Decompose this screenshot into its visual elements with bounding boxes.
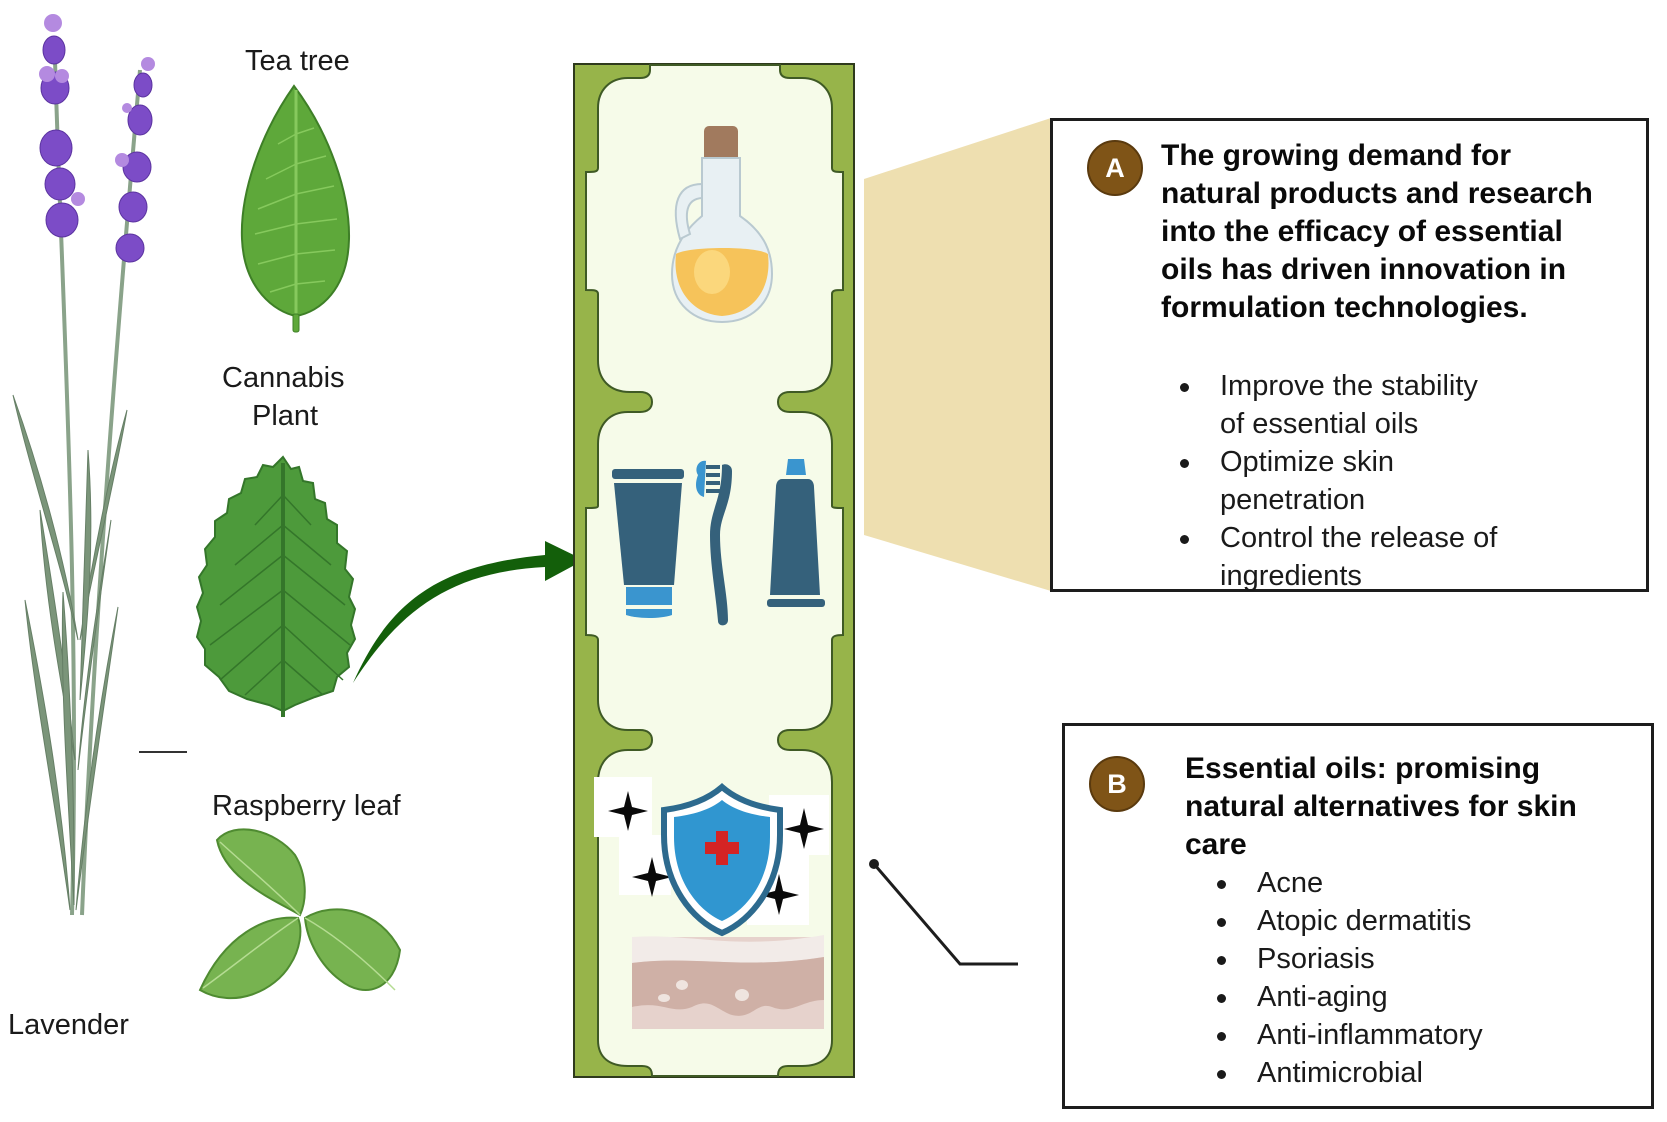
lavender-leaves [12, 394, 128, 911]
box-b-title-line: natural alternatives for skin [1185, 790, 1577, 823]
shield-icon [661, 783, 783, 937]
box-b-bullet-list: Acne Atopic dermatitis Psoriasis Anti-ag… [1213, 864, 1483, 1092]
cannabis-label-line2: Plant [252, 400, 319, 432]
box-a-title: The growing demand for natural products … [1161, 137, 1593, 327]
skin-protection-icon [594, 777, 829, 1029]
box-a-title-line: The growing demand for [1161, 139, 1511, 172]
sparkle-icons [608, 791, 824, 915]
raspberry-leaf-label: Raspberry leaf [212, 790, 401, 822]
lavender-flowers [39, 14, 155, 263]
lavender-label: Lavender [8, 1009, 129, 1041]
toothpaste-tube-icon [767, 459, 825, 607]
box-a-title-line: into the efficacy of essential [1161, 215, 1563, 248]
box-b-title-line: Essential oils: promising [1185, 752, 1541, 785]
info-box-b: B Essential oils: promising natural alte… [1062, 723, 1654, 1109]
tea-tree-label: Tea tree [245, 45, 350, 77]
cream-tube-icon [612, 469, 684, 618]
skin-layers-illustration [632, 935, 824, 1029]
box-b-bullet-item: Antimicrobial [1213, 1054, 1483, 1092]
badge-b: B [1089, 756, 1145, 812]
oil-bottle-icon [670, 126, 774, 324]
cannabis-leaf-icon [195, 455, 357, 717]
box-b-title-line: care [1185, 828, 1247, 861]
oral-care-products-icon [612, 459, 825, 626]
box-a-title-line: formulation technologies. [1161, 291, 1528, 324]
toothbrush-icon [696, 460, 732, 626]
raspberry-leaf-icon [198, 828, 402, 1000]
box-b-bullet-item: Acne [1213, 864, 1483, 902]
lavender-pointer-line [139, 751, 187, 753]
box-a-title-line: natural products and research [1161, 177, 1593, 210]
box-b-bullet-item: Psoriasis [1213, 940, 1483, 978]
box-b-bullet-item: Anti-aging [1213, 978, 1483, 1016]
tea-tree-leaf-icon [240, 84, 351, 333]
cannabis-label-line1: Cannabis [222, 362, 345, 394]
lavender-illustration [12, 14, 155, 916]
badge-a: A [1087, 140, 1143, 196]
info-box-a: A The growing demand for natural product… [1050, 118, 1649, 592]
box-b-bullet-item: Atopic dermatitis [1213, 902, 1483, 940]
box-a-title-line: oils has driven innovation in [1161, 253, 1567, 286]
box-b-title: Essential oils: promising natural altern… [1185, 750, 1577, 864]
box-b-bullet-item: Anti-inflammatory [1213, 1016, 1483, 1054]
